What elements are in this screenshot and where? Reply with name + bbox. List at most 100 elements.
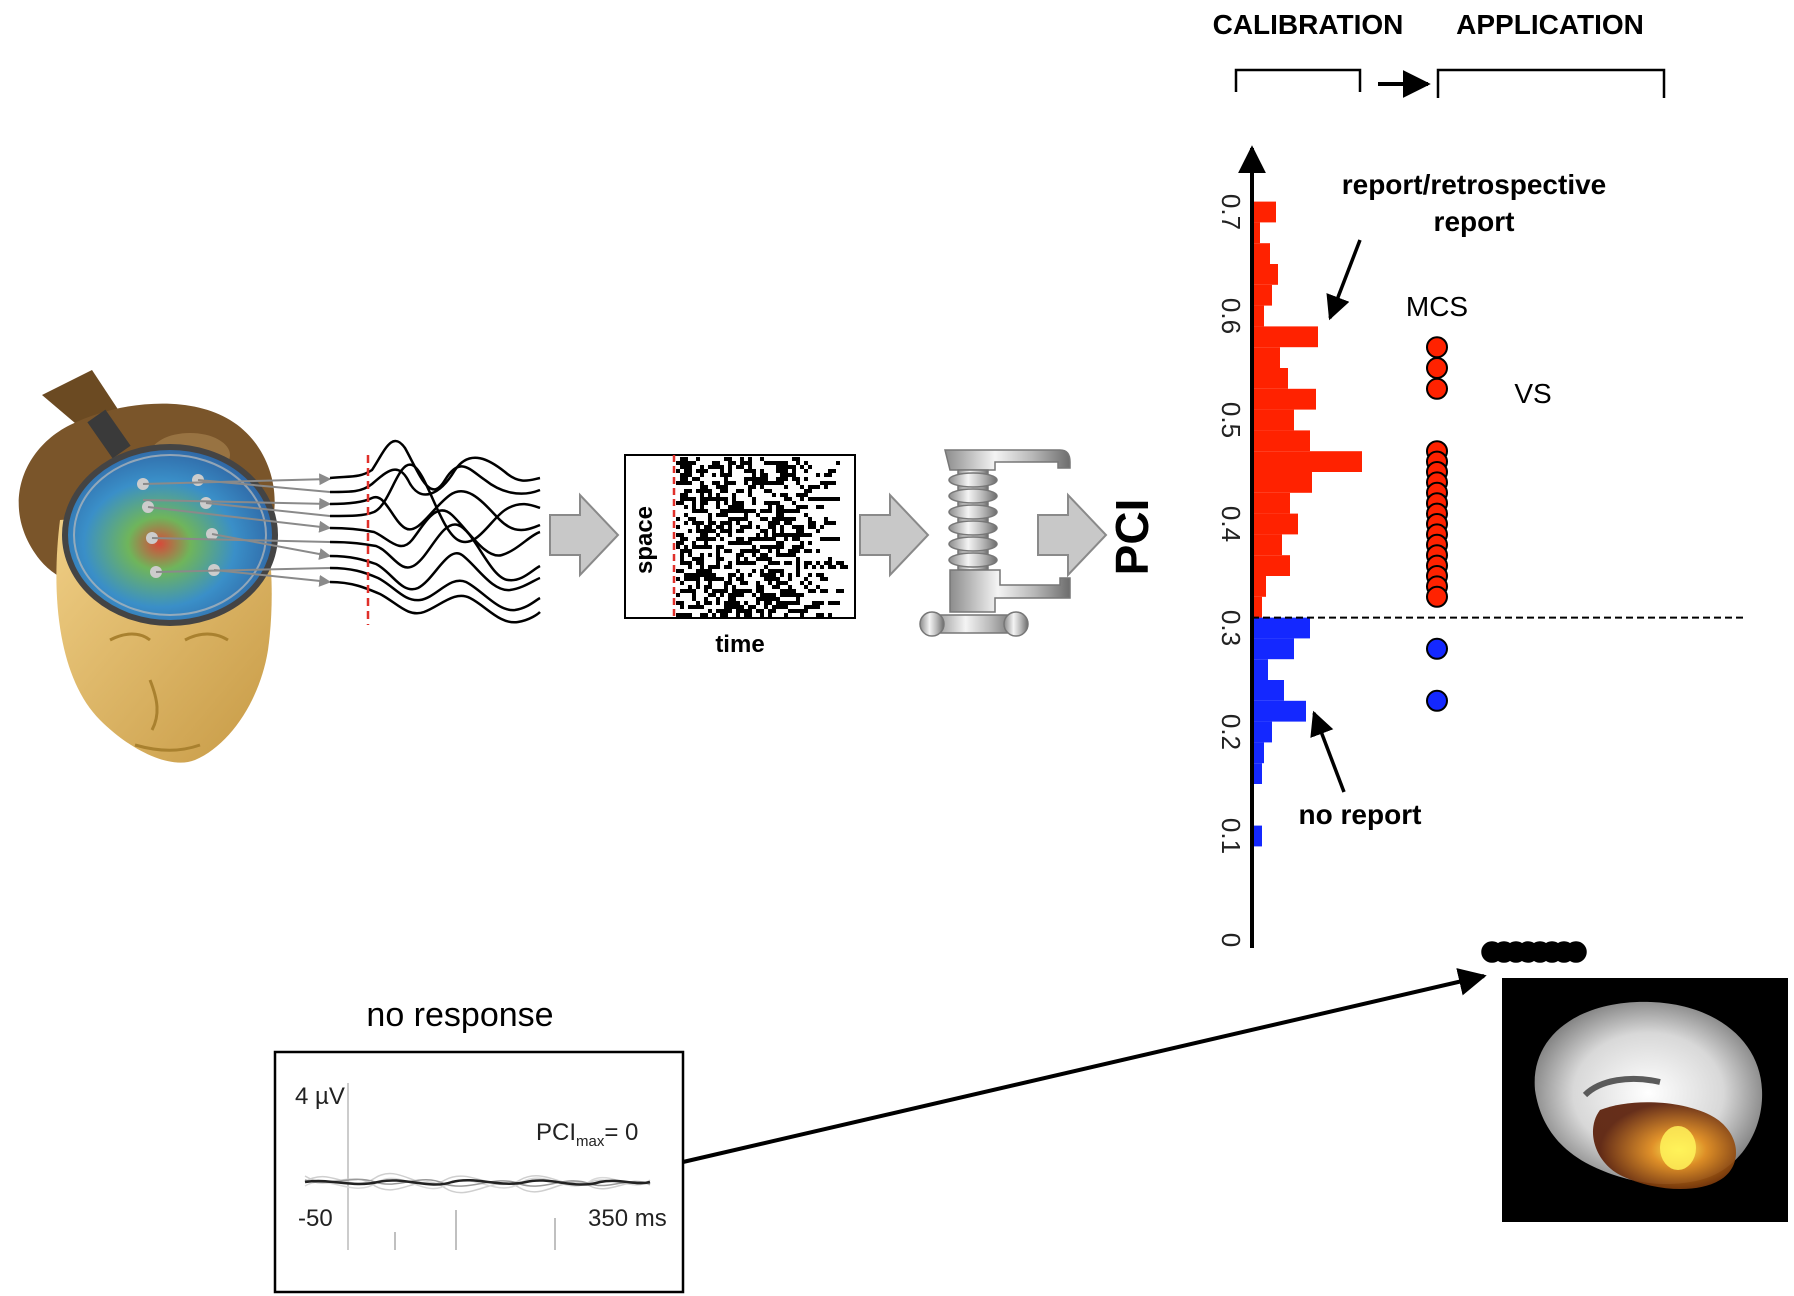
matrix-cell: [792, 537, 796, 541]
matrix-cell: [776, 541, 780, 545]
binary-matrix: space time: [625, 455, 855, 658]
matrix-cell: [824, 577, 828, 581]
matrix-time-label: time: [715, 631, 764, 658]
matrix-cell: [720, 521, 724, 525]
matrix-cell: [728, 505, 732, 509]
matrix-cell: [708, 565, 712, 569]
matrix-cell: [800, 581, 804, 585]
matrix-cell: [696, 537, 700, 541]
matrix-cell: [828, 613, 832, 617]
matrix-cell: [776, 517, 780, 521]
matrix-cell: [736, 465, 740, 469]
matrix-cell: [688, 573, 692, 577]
matrix-cell: [692, 509, 696, 513]
matrix-cell: [768, 609, 772, 613]
matrix-cell: [792, 553, 796, 557]
matrix-cell: [688, 549, 692, 553]
matrix-cell: [788, 589, 792, 593]
matrix-cell: [828, 497, 832, 501]
matrix-cell: [688, 529, 692, 533]
matrix-cell: [832, 469, 836, 473]
matrix-cell: [804, 489, 808, 493]
matrix-cell: [748, 461, 752, 465]
matrix-cell: [752, 477, 756, 481]
matrix-cell: [796, 569, 800, 573]
matrix-cell: [692, 461, 696, 465]
mcs-point: [1427, 691, 1447, 711]
matrix-cell: [792, 549, 796, 553]
matrix-cell: [776, 597, 780, 601]
matrix-cell: [816, 585, 820, 589]
matrix-cell: [688, 561, 692, 565]
matrix-cell: [748, 589, 752, 593]
matrix-cell: [728, 457, 732, 461]
matrix-cell: [684, 457, 688, 461]
matrix-cell: [752, 549, 756, 553]
matrix-cell: [760, 557, 764, 561]
matrix-cell: [828, 473, 832, 477]
report-bar: [1254, 243, 1270, 264]
matrix-cell: [796, 533, 800, 537]
matrix-cell: [808, 549, 812, 553]
matrix-cell: [700, 529, 704, 533]
matrix-cell: [680, 537, 684, 541]
matrix-cell: [740, 541, 744, 545]
matrix-cell: [820, 601, 824, 605]
matrix-cell: [700, 501, 704, 505]
matrix-cell: [696, 573, 700, 577]
matrix-cell: [772, 561, 776, 565]
matrix-cell: [784, 613, 788, 617]
mcs-point: [1427, 587, 1447, 607]
matrix-cell: [684, 561, 688, 565]
matrix-cell: [756, 549, 760, 553]
matrix-cell: [728, 465, 732, 469]
matrix-cell: [740, 577, 744, 581]
matrix-cell: [768, 545, 772, 549]
matrix-cell: [764, 545, 768, 549]
pci-label: PCI: [1106, 499, 1158, 576]
matrix-cell: [724, 513, 728, 517]
matrix-cell: [736, 505, 740, 509]
matrix-cell: [720, 545, 724, 549]
matrix-cell: [784, 517, 788, 521]
report-pointer-arrow: [1330, 240, 1360, 318]
matrix-cell: [788, 585, 792, 589]
matrix-cell: [792, 457, 796, 461]
matrix-cell: [748, 561, 752, 565]
matrix-cell: [772, 609, 776, 613]
matrix-cell: [716, 561, 720, 565]
matrix-cell: [744, 589, 748, 593]
matrix-cell: [820, 573, 824, 577]
matrix-cell: [704, 489, 708, 493]
matrix-cell: [804, 565, 808, 569]
matrix-cell: [728, 577, 732, 581]
matrix-cell: [724, 485, 728, 489]
matrix-cell: [720, 537, 724, 541]
matrix-cell: [784, 537, 788, 541]
matrix-cell: [728, 509, 732, 513]
matrix-cell: [776, 465, 780, 469]
matrix-cell: [692, 501, 696, 505]
matrix-cell: [828, 561, 832, 565]
matrix-cell: [760, 517, 764, 521]
matrix-cell: [740, 489, 744, 493]
matrix-cell: [740, 573, 744, 577]
matrix-cell: [724, 481, 728, 485]
matrix-cell: [772, 493, 776, 497]
matrix-cell: [688, 473, 692, 477]
matrix-cell: [724, 509, 728, 513]
matrix-cell: [696, 577, 700, 581]
matrix-cell: [800, 529, 804, 533]
matrix-cell: [780, 481, 784, 485]
matrix-cell: [688, 461, 692, 465]
matrix-cell: [796, 601, 800, 605]
matrix-cell: [760, 481, 764, 485]
matrix-cell: [752, 497, 756, 501]
matrix-cell: [784, 497, 788, 501]
matrix-cell: [720, 525, 724, 529]
matrix-cell: [772, 501, 776, 505]
matrix-cell: [692, 597, 696, 601]
matrix-cell: [712, 565, 716, 569]
matrix-cell: [764, 577, 768, 581]
